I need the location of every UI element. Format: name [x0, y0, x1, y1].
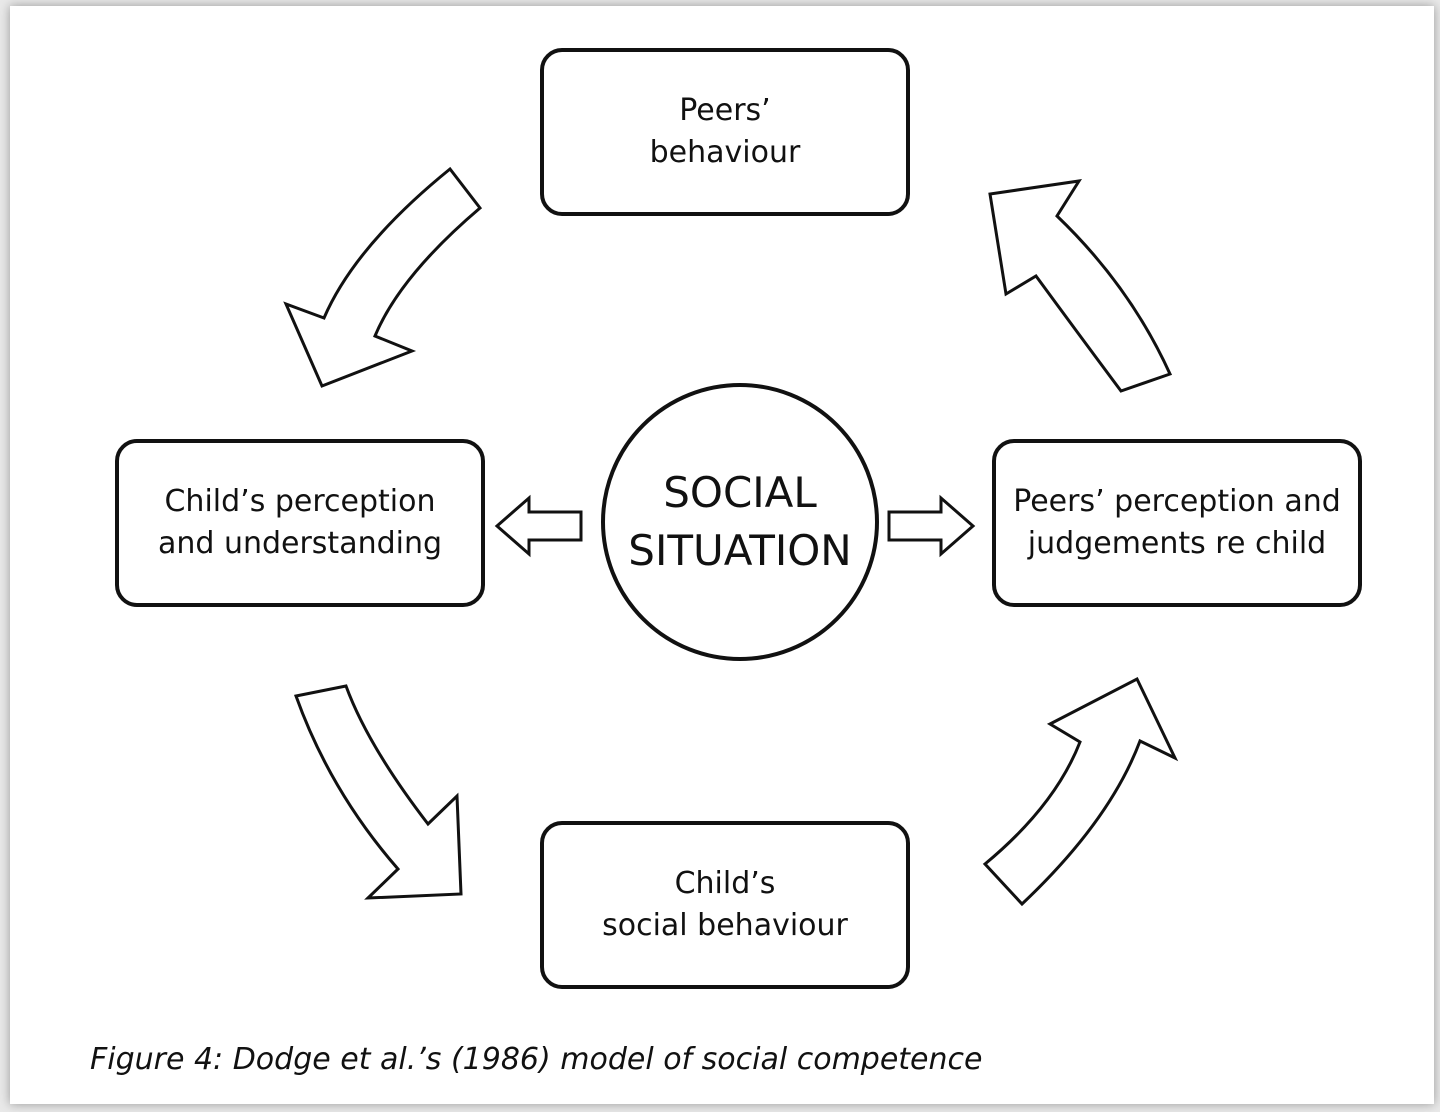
- arrow-right-to-top: [988, 179, 1173, 393]
- node-peers-perception-line2: judgements re child: [1027, 526, 1327, 561]
- cycle-arrows: [283, 166, 1179, 907]
- arrow-left-to-bottom: [294, 684, 463, 900]
- node-peers-behaviour-line2: behaviour: [649, 135, 801, 170]
- arrow-top-to-left: [283, 166, 483, 388]
- node-peers-perception-line1: Peers’ perception and: [1013, 484, 1341, 519]
- arrow-center-to-right: [887, 494, 976, 558]
- arrow-bottom-to-right: [982, 676, 1179, 907]
- node-social-situation: SOCIAL SITUATION: [601, 383, 879, 661]
- arrow-center-to-left: [494, 494, 583, 558]
- node-childs-perception-line2: and understanding: [157, 526, 443, 561]
- figure-page: Peers’ behaviour Child’s perception and …: [10, 6, 1434, 1104]
- node-peers-behaviour: Peers’ behaviour: [540, 48, 910, 216]
- figure-caption: Figure 4: Dodge et al.’s (1986) model of…: [90, 1042, 983, 1077]
- node-childs-perception: Child’s perception and understanding: [115, 439, 485, 607]
- node-childs-social-behaviour: Child’s social behaviour: [540, 821, 910, 989]
- node-peers-perception: Peers’ perception and judgements re chil…: [992, 439, 1362, 607]
- node-social-situation-line1: SOCIAL: [663, 468, 817, 517]
- node-childs-social-behaviour-line1: Child’s: [674, 866, 776, 901]
- node-peers-behaviour-line1: Peers’: [679, 93, 771, 128]
- node-childs-perception-line1: Child’s perception: [164, 484, 436, 519]
- node-childs-social-behaviour-line2: social behaviour: [602, 908, 848, 943]
- node-social-situation-line2: SITUATION: [628, 526, 852, 575]
